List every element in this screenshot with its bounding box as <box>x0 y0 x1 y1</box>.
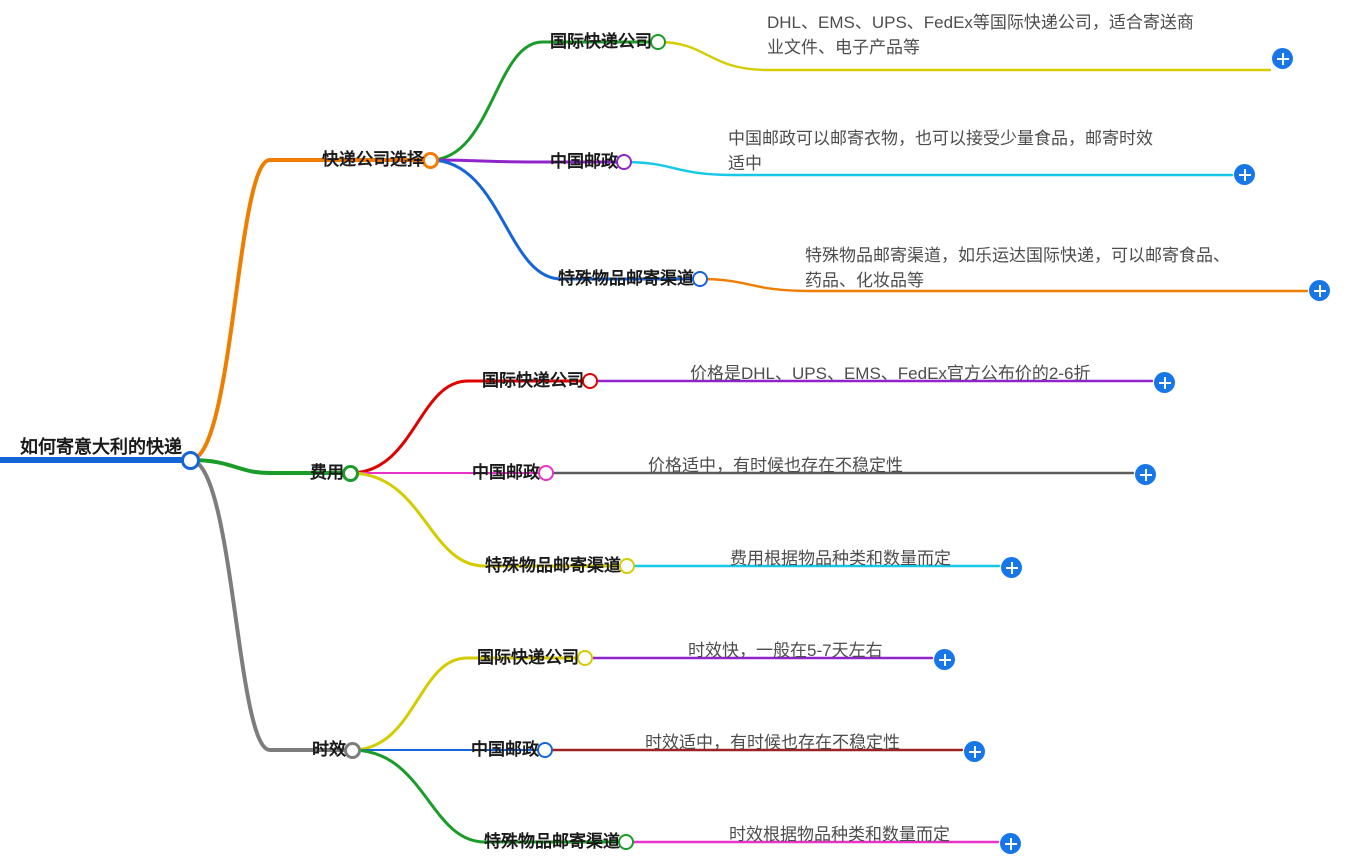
child-label[interactable]: 中国邮政 <box>550 152 618 171</box>
expand-plus-button[interactable] <box>1234 164 1255 185</box>
child-label[interactable]: 特殊物品邮寄渠道 <box>485 556 621 575</box>
child-node-dot[interactable] <box>582 373 598 389</box>
child-link-3-1 <box>350 656 587 752</box>
child-label[interactable]: 特殊物品邮寄渠道 <box>558 269 694 288</box>
child-node-dot[interactable] <box>616 154 632 170</box>
leaf-text: 费用根据物品种类和数量而定 <box>730 549 951 568</box>
expand-plus-button[interactable] <box>1001 557 1022 578</box>
leaf-text: 价格是DHL、UPS、EMS、FedEx官方公布价的2-6折 <box>690 364 1091 383</box>
leaf-text: 时效适中，有时候也存在不稳定性 <box>645 733 900 752</box>
child-node-dot[interactable] <box>538 465 554 481</box>
branch-link-3 <box>188 458 354 752</box>
child-link-1-1 <box>428 40 660 162</box>
expand-plus-button[interactable] <box>1000 833 1021 854</box>
branch-label[interactable]: 快递公司选择 <box>322 150 424 169</box>
leaf-text: 时效快，一般在5-7天左右 <box>688 641 883 660</box>
expand-plus-button[interactable] <box>1154 372 1175 393</box>
expand-plus-button[interactable] <box>1135 464 1156 485</box>
child-label[interactable]: 特殊物品邮寄渠道 <box>484 832 620 851</box>
leaf-text: 特殊物品邮寄渠道，如乐运达国际快递，可以邮寄食品、 药品、化妆品等 <box>805 246 1230 290</box>
branch-link-1 <box>188 158 432 462</box>
child-link-1-3 <box>428 158 702 281</box>
child-label[interactable]: 国际快递公司 <box>482 371 584 390</box>
root-label[interactable]: 如何寄意大利的快递 <box>20 437 182 457</box>
child-label[interactable]: 国际快递公司 <box>550 32 652 51</box>
branch-label[interactable]: 费用 <box>310 463 344 482</box>
child-node-dot[interactable] <box>650 34 666 50</box>
expand-plus-button[interactable] <box>1309 280 1330 301</box>
child-node-dot[interactable] <box>577 650 593 666</box>
child-node-dot[interactable] <box>692 271 708 287</box>
child-label[interactable]: 中国邮政 <box>472 463 540 482</box>
leaf-text: 价格适中，有时候也存在不稳定性 <box>648 456 903 475</box>
leaf-underline-1-3 <box>698 277 1309 293</box>
leaf-text: DHL、EMS、UPS、FedEx等国际快递公司，适合寄送商 业文件、电子产品等 <box>767 13 1194 57</box>
expand-plus-button[interactable] <box>964 741 985 762</box>
leaf-underline-1-1 <box>656 40 1272 72</box>
child-link-3-3 <box>350 748 628 844</box>
branch-link-2 <box>188 458 352 475</box>
child-link-2-3 <box>348 471 629 568</box>
leaf-text: 时效根据物品种类和数量而定 <box>729 825 950 844</box>
branch-node-dot[interactable] <box>341 464 359 482</box>
child-link-2-1 <box>348 379 592 475</box>
child-node-dot[interactable] <box>618 834 634 850</box>
expand-plus-button[interactable] <box>934 649 955 670</box>
expand-plus-button[interactable] <box>1272 48 1293 69</box>
child-link-1-2 <box>428 158 626 164</box>
leaf-underline-1-2 <box>622 160 1234 177</box>
root-node-dot[interactable] <box>180 450 200 470</box>
child-node-dot[interactable] <box>537 742 553 758</box>
branch-node-dot[interactable] <box>343 741 361 759</box>
leaf-text: 中国邮政可以邮寄衣物，也可以接受少量食品，邮寄时效 适中 <box>728 129 1153 173</box>
branch-node-dot[interactable] <box>421 151 439 169</box>
child-node-dot[interactable] <box>619 558 635 574</box>
branch-label[interactable]: 时效 <box>312 740 346 759</box>
child-label[interactable]: 中国邮政 <box>471 740 539 759</box>
child-label[interactable]: 国际快递公司 <box>477 648 579 667</box>
